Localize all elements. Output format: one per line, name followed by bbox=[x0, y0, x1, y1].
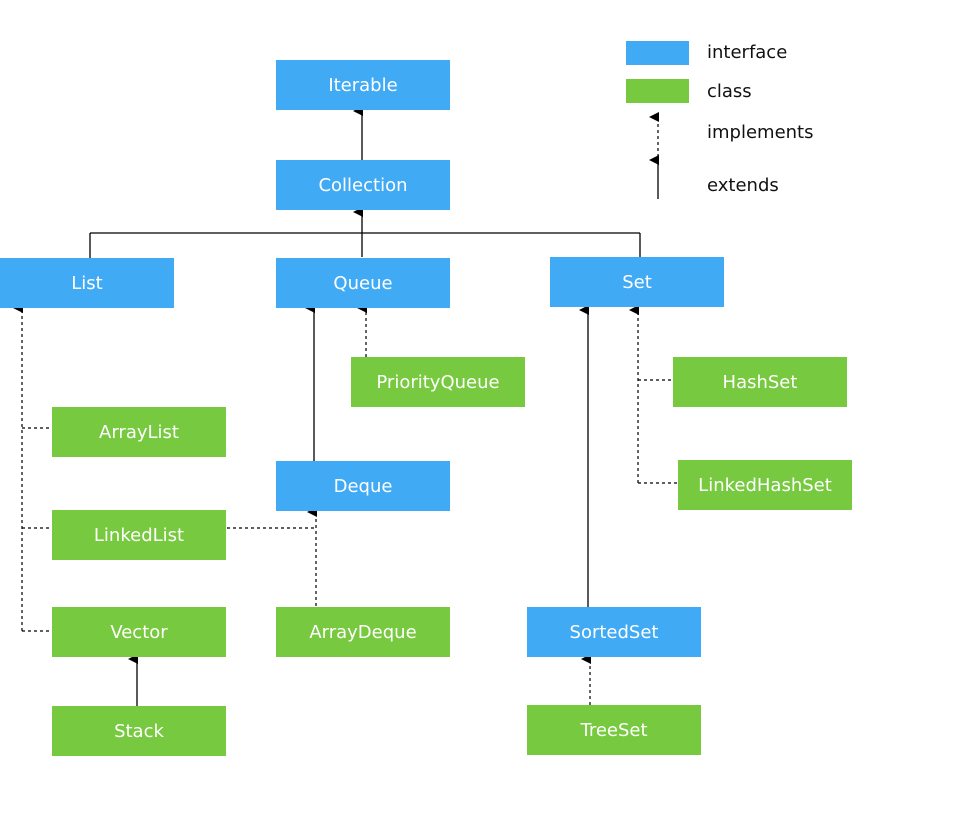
node-hash-set: HashSet bbox=[673, 357, 847, 407]
node-deque: Deque bbox=[276, 461, 450, 511]
node-list: List bbox=[0, 258, 174, 308]
node-iterable: Iterable bbox=[276, 60, 450, 110]
node-priority-queue: PriorityQueue bbox=[351, 357, 525, 407]
node-collection: Collection bbox=[276, 160, 450, 210]
node-queue: Queue bbox=[276, 258, 450, 308]
legend-interface-label: interface bbox=[707, 42, 788, 63]
node-vector: Vector bbox=[52, 607, 226, 657]
node-array-deque: ArrayDeque bbox=[276, 607, 450, 657]
node-linked-hash-set: LinkedHashSet bbox=[678, 460, 852, 510]
node-linked-list: LinkedList bbox=[52, 510, 226, 560]
legend-implements-label: implements bbox=[707, 122, 814, 143]
node-tree-set: TreeSet bbox=[527, 705, 701, 755]
node-array-list: ArrayList bbox=[52, 407, 226, 457]
node-stack: Stack bbox=[52, 706, 226, 756]
legend-extends-label: extends bbox=[707, 175, 779, 196]
legend-class-swatch bbox=[626, 79, 689, 103]
legend-class-label: class bbox=[707, 81, 752, 102]
node-sorted-set: SortedSet bbox=[527, 607, 701, 657]
legend-interface-swatch bbox=[626, 41, 689, 65]
node-set: Set bbox=[550, 257, 724, 307]
